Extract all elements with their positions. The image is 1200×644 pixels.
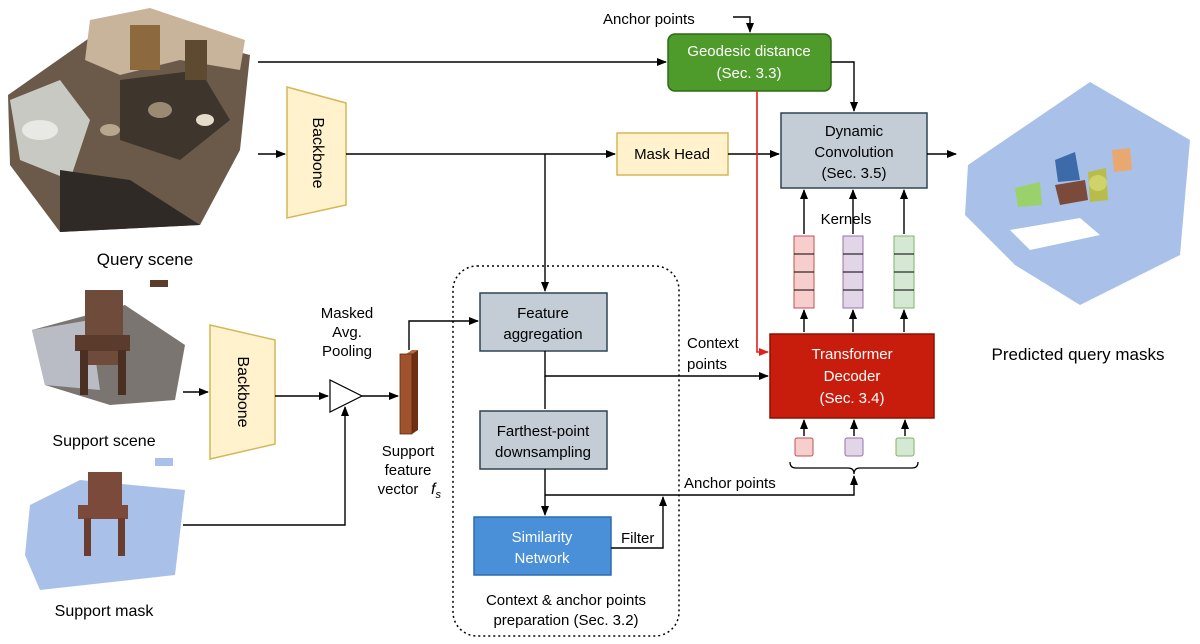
prep-group-label-2: preparation (Sec. 3.2) (493, 612, 638, 629)
anchor-points-label: Anchor points (684, 475, 776, 492)
transformer-label-2: Decoder (824, 368, 881, 385)
dynamic-conv-label-3: (Sec. 3.5) (821, 165, 886, 182)
arrow-mask-to-pooling (183, 406, 349, 526)
feature-aggregation-box (479, 292, 608, 352)
arrow-geodesic-to-transformer (756, 91, 769, 356)
query-backbone: Backbone (286, 86, 347, 219)
transformer-label-1: Transformer (811, 346, 892, 363)
similarity-label-1: Similarity (512, 529, 573, 546)
kernel-stack-1 (793, 235, 815, 309)
support-feature-vector (399, 350, 418, 435)
transformer-box (769, 333, 935, 419)
feature-aggregation-label-1: Feature (517, 305, 569, 322)
support-backbone: Backbone (209, 324, 276, 460)
transformer-label-3: (Sec. 3.4) (819, 390, 884, 407)
query-scene-caption: Query scene (97, 250, 193, 269)
arrow-anchor-to-tokens (545, 475, 858, 496)
similarity-label-2: Network (514, 550, 570, 567)
vector-label-3: vector (378, 481, 419, 498)
connectors (183, 16, 957, 549)
arrow-anchor-to-geodesic (733, 16, 754, 33)
support-mask-caption: Support mask (55, 603, 155, 620)
query-token-1 (794, 437, 814, 457)
dynamic-conv-box (780, 112, 928, 189)
farthest-point-label-2: downsampling (495, 444, 591, 461)
arrow-context-to-transformer (544, 351, 769, 380)
geodesic-label-2: (Sec. 3.3) (716, 65, 781, 82)
prep-group (452, 265, 680, 637)
arrow-vector-to-aggregation (408, 317, 479, 350)
similarity-box (473, 516, 612, 576)
vector-label-2: feature (385, 462, 432, 479)
query-token-3 (895, 437, 915, 457)
kernel-stack-2 (842, 235, 864, 309)
farthest-point-label-1: Farthest-point (497, 423, 590, 440)
prep-group-label-1: Context & anchor points (486, 592, 646, 609)
geodesic-label-1: Geodesic distance (687, 43, 810, 60)
output-caption: Predicted query masks (992, 345, 1165, 364)
pooling-triangle (329, 379, 364, 413)
arrow-geodesic-to-dynconv (831, 61, 858, 112)
pooling-label-3: Pooling (322, 343, 372, 360)
support-backbone-label: Backbone (234, 356, 251, 427)
arrow-filter (611, 496, 667, 549)
farthest-point-box (479, 410, 608, 470)
token-brace (789, 461, 919, 475)
context-points-label-1: Context (687, 335, 740, 352)
query-backbone-label: Backbone (309, 117, 326, 188)
support-scene-image (32, 280, 185, 405)
query-token-2 (844, 437, 864, 457)
geodesic-anchor-label: Anchor points (603, 11, 695, 28)
vector-label-1: Support (382, 443, 435, 460)
filter-label: Filter (621, 530, 654, 547)
dynamic-conv-label-2: Convolution (814, 144, 893, 161)
feature-aggregation-label-2: aggregation (503, 326, 582, 343)
context-points-label-2: points (687, 356, 727, 373)
kernel-stack-3 (893, 235, 915, 309)
pooling-label-2: Avg. (332, 324, 362, 341)
query-scene-image (8, 8, 250, 232)
mask-head-label: Mask Head (634, 146, 710, 163)
vector-symbol: fs (431, 481, 441, 501)
pooling-label-1: Masked (321, 305, 374, 322)
support-mask-image (25, 458, 185, 590)
kernels-label: Kernels (821, 211, 872, 228)
support-scene-caption: Support scene (52, 433, 155, 450)
dynamic-conv-label-1: Dynamic (825, 123, 884, 140)
predicted-masks-image (965, 82, 1190, 305)
